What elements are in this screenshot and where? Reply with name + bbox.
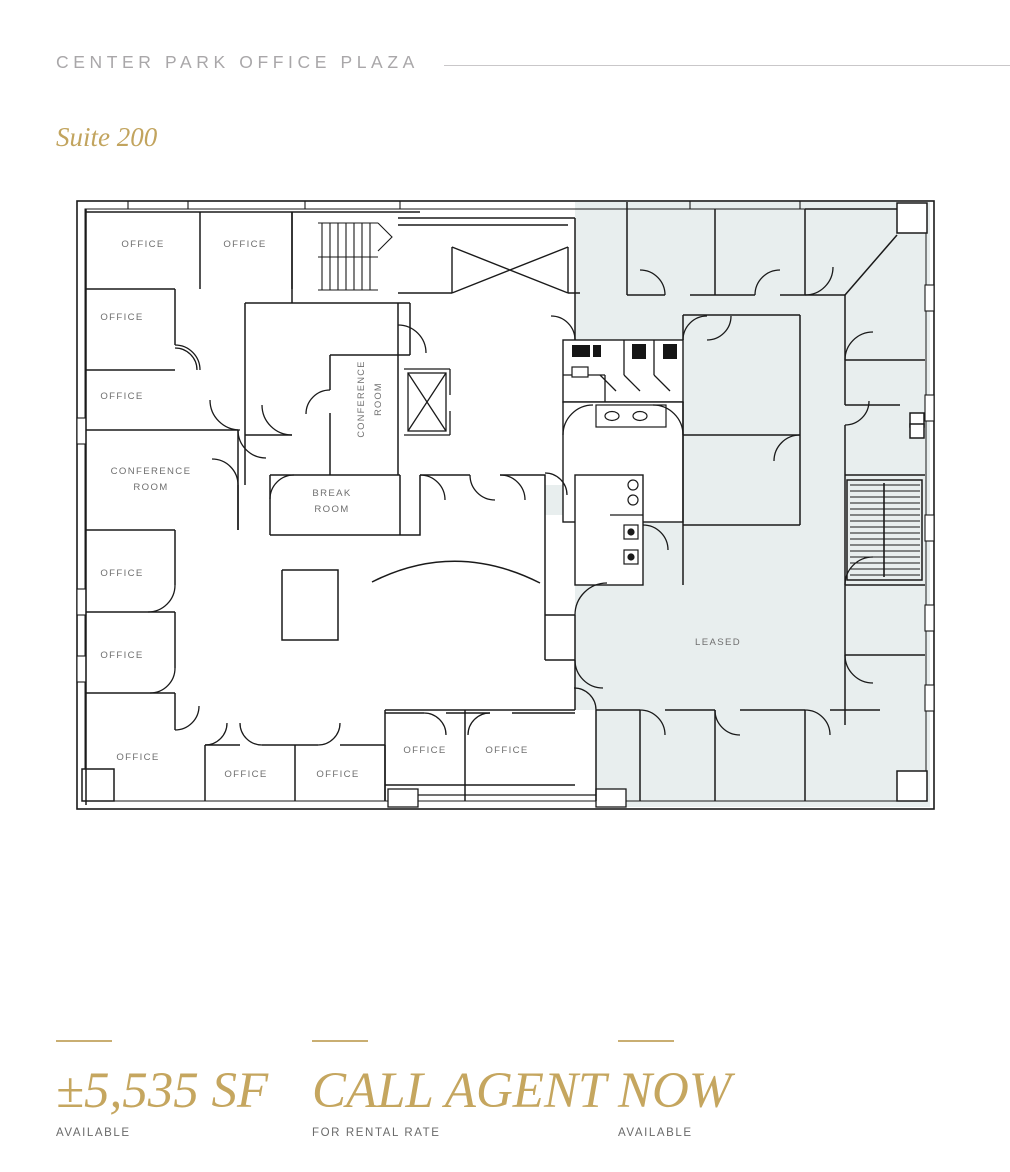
room-label: OFFICE xyxy=(100,312,143,323)
page-title: CENTER PARK OFFICE PLAZA xyxy=(56,52,419,72)
suite-label: Suite 200 xyxy=(56,122,158,152)
stat-block-rental-rate: CALL AGENT FOR RENTAL RATE xyxy=(312,1040,606,1139)
floor-plan: OFFICE OFFICE OFFICE OFFICE CONFERENCE R… xyxy=(0,185,1010,845)
exterior-top-breaks xyxy=(127,201,801,209)
sink-counter-icon xyxy=(571,366,667,428)
stairs-top-icon xyxy=(318,222,393,291)
leased-label: LEASED xyxy=(695,637,741,648)
leased-interior-walls xyxy=(574,202,925,801)
room-labels: OFFICE OFFICE OFFICE OFFICE CONFERENCE R… xyxy=(100,239,741,780)
room-label: OFFICE xyxy=(223,239,266,250)
floor-plan-drawing: OFFICE OFFICE OFFICE OFFICE CONFERENCE R… xyxy=(76,200,935,810)
room-label: BREAK xyxy=(312,488,351,499)
stat-value: CALL AGENT xyxy=(312,1063,607,1119)
room-label: OFFICE xyxy=(403,745,446,756)
open-area-perimeter xyxy=(237,435,576,801)
stat-rule xyxy=(312,1040,368,1042)
building-outline xyxy=(76,200,935,810)
room-label: ROOM xyxy=(314,504,349,515)
room-label: OFFICE xyxy=(485,745,528,756)
curved-feature-wall xyxy=(371,560,541,584)
room-label-rotated: CONFERENCE xyxy=(356,360,366,437)
elevator-shaft-icon xyxy=(404,368,451,436)
stat-value: ±5,535 SF xyxy=(56,1063,269,1119)
room-label: OFFICE xyxy=(100,650,143,661)
header-divider xyxy=(444,65,1010,66)
room-label: OFFICE xyxy=(116,752,159,763)
open-area-room xyxy=(281,569,339,641)
room-label: OFFICE xyxy=(316,769,359,780)
stat-block-availability: ±5,535 SF AVAILABLE xyxy=(56,1040,268,1139)
room-label: OFFICE xyxy=(224,769,267,780)
room-label-rotated: ROOM xyxy=(373,382,383,416)
document-header: CENTER PARK OFFICE PLAZA Suite 200 xyxy=(0,0,1010,180)
room-label: CONFERENCE xyxy=(111,466,192,477)
left-offices-walls xyxy=(85,209,420,805)
room-label: OFFICE xyxy=(100,568,143,579)
room-label: OFFICE xyxy=(121,239,164,250)
stat-rule xyxy=(618,1040,674,1042)
footer-stats: ±5,535 SF AVAILABLE CALL AGENT FOR RENTA… xyxy=(0,1040,1010,1172)
room-label: ROOM xyxy=(133,482,168,493)
center-core-walls xyxy=(244,212,411,536)
stat-value: NOW xyxy=(618,1063,732,1119)
stat-caption: AVAILABLE xyxy=(618,1127,693,1139)
door-swings xyxy=(147,266,874,746)
stat-caption: AVAILABLE xyxy=(56,1127,131,1139)
mechanical-shaft-icon xyxy=(451,246,569,294)
bottom-entry-detail xyxy=(387,788,627,808)
structural-columns xyxy=(81,202,928,802)
stat-block-occupancy: NOW AVAILABLE xyxy=(618,1040,731,1139)
lower-restroom-fixtures xyxy=(610,479,643,565)
stairs-right-icon xyxy=(846,479,923,581)
room-label: OFFICE xyxy=(100,391,143,402)
stat-caption: FOR RENTAL RATE xyxy=(312,1127,441,1139)
stat-rule xyxy=(56,1040,112,1042)
top-corridor-walls xyxy=(398,217,580,294)
